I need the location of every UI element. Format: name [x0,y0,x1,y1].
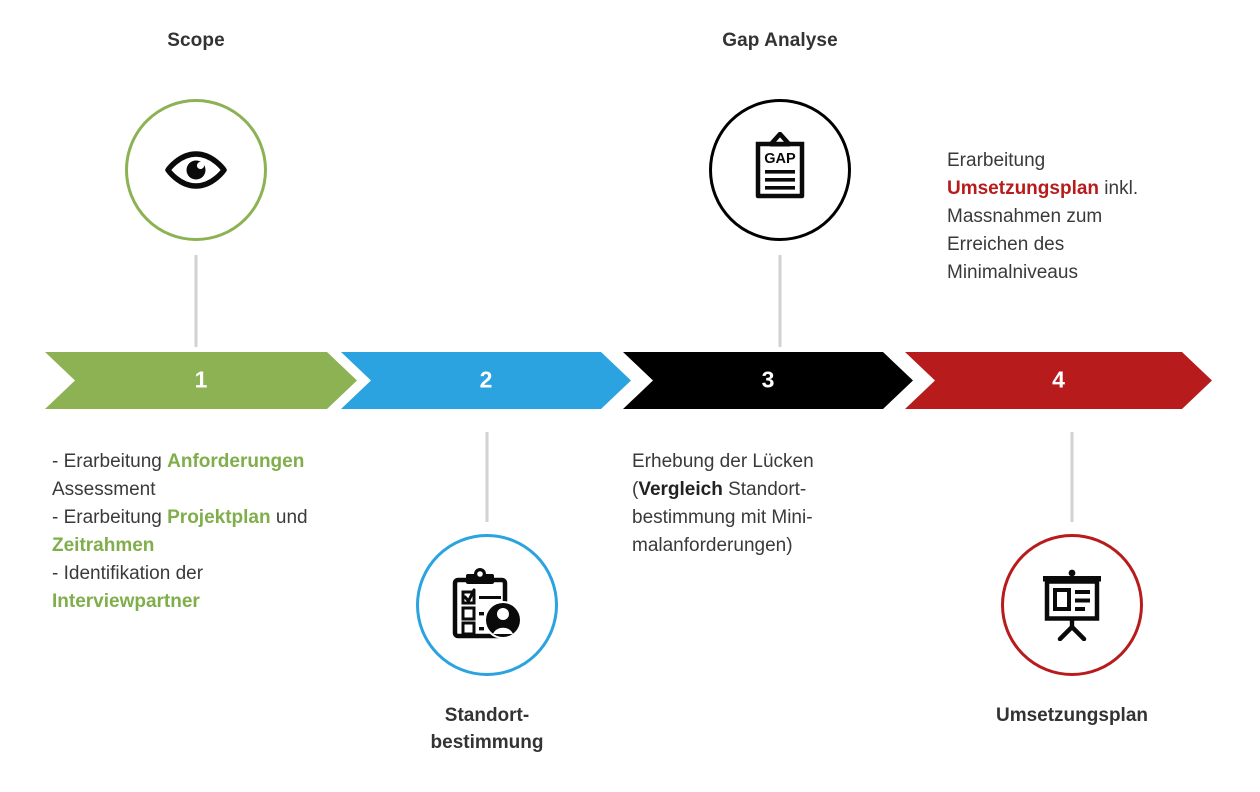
heading-scope: Scope [167,30,225,51]
clipboard-gap-icon: GAP [744,132,816,208]
highlighted-term: Anforderungen [167,451,305,472]
text-line: bestimmung mit Mini- [632,504,814,532]
highlighted-term: Interviewpartner [52,590,200,612]
connector-umsetzungsplan [1070,432,1074,522]
circle-standortbestimmung[interactable] [416,534,558,676]
text-line: (Vergleich Standort- [632,476,814,504]
step-number-1: 1 [194,366,208,393]
text-line: - Erarbeitung Projektplan und [52,504,308,532]
text-line: Interviewpartner [52,588,308,616]
text-line: Zeitrahmen [52,532,308,560]
connector-standortbestimmung [485,432,489,522]
text-block-step-3: Erhebung der Lücken (Vergleich Standort-b… [632,448,814,560]
step-arrow-3[interactable]: 3 [623,352,913,409]
text-run: - Identifikation der [52,562,204,584]
circle-gap-analyse[interactable]: GAP [709,99,851,241]
text-line: Erhebung der Lücken [632,448,814,476]
text-run: Minimalniveaus [947,261,1078,283]
text-line: malanforderungen) [632,532,814,560]
text-run: Massnahmen zum [947,205,1103,227]
step-number-3: 3 [761,366,775,393]
label-umsetzungsplan: Umsetzungsplan [995,705,1149,726]
text-run: - Erarbeitung [52,451,168,472]
text-run: und [270,506,308,528]
connector-gap-analyse [778,255,782,347]
text-line: Umsetzungsplan inkl. [947,175,1138,203]
text-run: malanforderungen) [632,534,793,556]
highlighted-term: Projektplan [167,506,271,528]
text-run: Assessment [52,478,156,500]
gap-icon-text: GAP [764,151,796,167]
step-arrow-2[interactable]: 2 [341,352,631,409]
circle-scope[interactable] [125,99,267,241]
text-run: ( [632,478,639,500]
highlighted-term: Umsetzungsplan [947,177,1100,199]
process-arrow-band: 1 2 3 4 [45,352,1212,409]
text-line: Minimalniveaus [947,259,1138,287]
text-line: Erreichen des [947,231,1138,259]
step-arrow-4[interactable]: 4 [905,352,1212,409]
text-line: Massnahmen zum [947,203,1138,231]
presentation-board-icon [1035,569,1109,641]
clipboard-person-icon [449,568,525,642]
highlighted-term: Vergleich [638,478,723,500]
text-run: - Erarbeitung [52,506,168,528]
text-line: - Erarbeitung Anforderungen [52,448,308,476]
text-run: Standort- [722,478,807,500]
highlighted-term: Zeitrahmen [52,534,155,556]
text-line: Erarbeitung [947,147,1138,175]
step-number-4: 4 [1052,366,1065,393]
text-run: Erhebung der Lücken [632,451,814,472]
step-number-2: 2 [479,366,493,393]
heading-gap-analyse: Gap Analyse [722,30,838,51]
text-run: Erreichen des [947,233,1065,255]
text-line: - Identifikation der [52,560,308,588]
step-arrow-1[interactable]: 1 [45,352,357,409]
eye-icon [163,150,229,190]
text-line: Assessment [52,476,308,504]
label-standortbestimmung: Standort- bestimmung [430,705,544,753]
text-run: bestimmung mit Mini- [632,506,813,528]
circle-umsetzungsplan[interactable] [1001,534,1143,676]
connector-scope [194,255,198,347]
text-run: Erarbeitung [947,150,1046,171]
text-run: inkl. [1099,177,1139,199]
